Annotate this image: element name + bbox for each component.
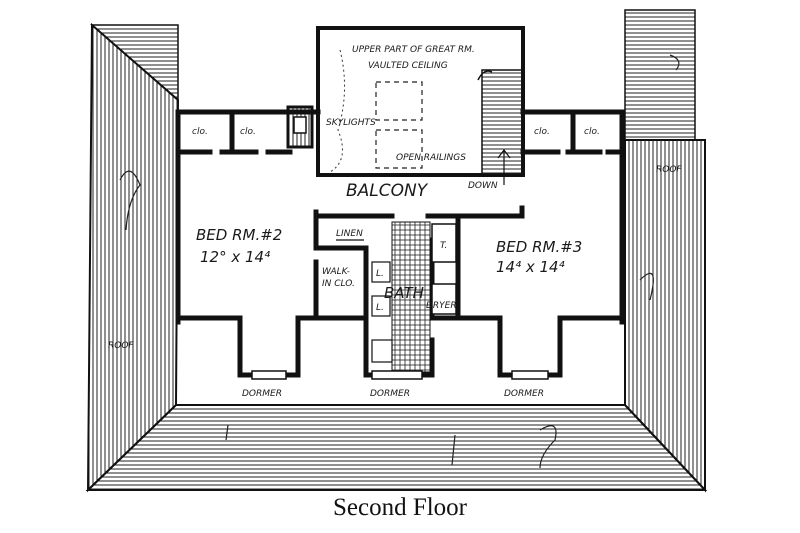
linen-label: LINEN — [336, 229, 363, 239]
l-mark-label-1: L. — [376, 269, 384, 279]
bedroom-3-name: BED RM.#3 — [496, 238, 582, 256]
stair — [477, 69, 523, 185]
roof-marks — [119, 54, 680, 469]
roof-label-right: ROOF — [656, 165, 682, 175]
walk-in-closet-label-1: WALK- — [322, 267, 350, 277]
vaulted-ceiling-label: VAULTED CEILING — [368, 61, 448, 71]
bath-fixtures — [336, 221, 457, 373]
dormer-windows — [251, 370, 549, 380]
balcony-label: BALCONY — [346, 181, 429, 201]
down-label: DOWN — [468, 181, 498, 191]
dormer-label-center: DORMER — [370, 389, 410, 399]
roof-bottom — [85, 404, 708, 491]
t-mark-label: T. — [440, 241, 447, 251]
dryer-label: DRYER — [426, 301, 457, 311]
closet-label-2: clo. — [240, 127, 256, 137]
dormer-label-left: DORMER — [242, 389, 282, 399]
dormer-label-right: DORMER — [504, 389, 544, 399]
roof-label-left: ROOF — [108, 341, 134, 351]
walk-in-closet-label-2: IN CLO. — [322, 279, 355, 289]
roof-right — [624, 9, 706, 493]
open-railings-label: OPEN RAILINGS — [396, 153, 466, 163]
closet-label-1: clo. — [192, 127, 208, 137]
bedroom-2-size: 12° x 14⁴ — [200, 248, 270, 266]
l-mark-label-2: L. — [376, 303, 384, 313]
closet-label-4: clo. — [584, 127, 600, 137]
bedroom-3-size: 14⁴ x 14⁴ — [496, 258, 565, 276]
skylights-label: SKYLIGHTS — [326, 118, 376, 128]
closet-label-3: clo. — [534, 127, 550, 137]
bedroom-2-name: BED RM.#2 — [196, 226, 282, 244]
upper-great-room-label: UPPER PART OF GREAT RM. — [352, 45, 475, 55]
bath-label: BATH — [384, 284, 424, 302]
plan-caption: Second Floor — [332, 494, 468, 521]
